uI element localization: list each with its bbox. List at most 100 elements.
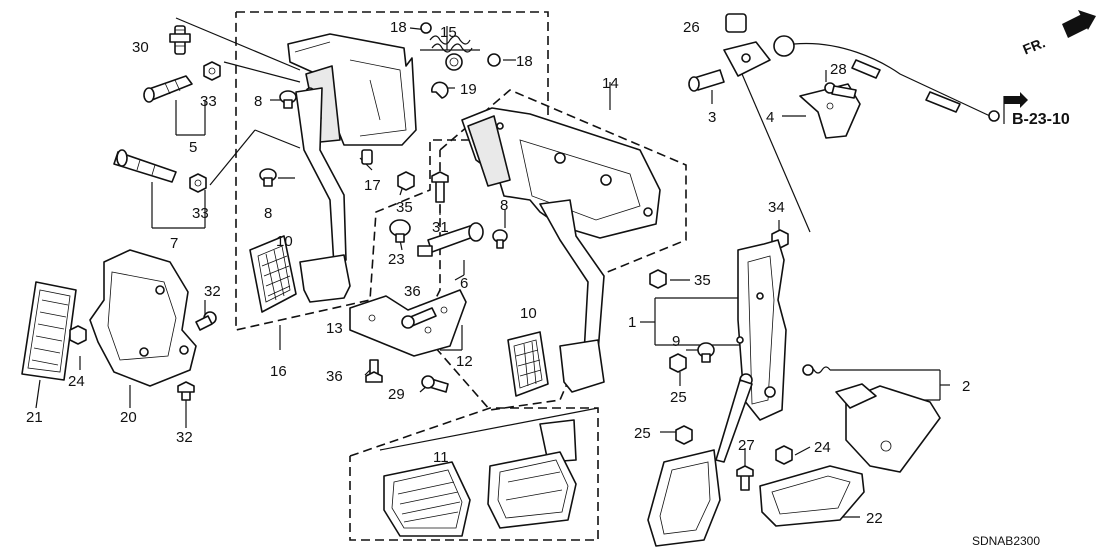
clip-19 xyxy=(431,81,449,99)
callout-9: 9 xyxy=(672,333,680,350)
callout-25: 25 xyxy=(634,425,651,442)
callout-17: 17 xyxy=(364,177,381,194)
nut-33-lower xyxy=(189,173,207,193)
switch-7 xyxy=(113,149,177,183)
bolt-32-upper xyxy=(195,311,217,331)
callout-4: 4 xyxy=(766,109,774,126)
brake-pedal-arm-center xyxy=(539,199,605,393)
pad-10-left xyxy=(249,235,297,313)
nut-25-upper xyxy=(669,353,687,373)
callout-1: 1 xyxy=(628,314,636,331)
callout-labels: 30 33 5 33 7 8 8 10 16 18 15 18 19 17 35… xyxy=(26,19,970,527)
callout-22: 22 xyxy=(866,510,883,527)
callout-35: 35 xyxy=(694,272,711,289)
callout-28: 28 xyxy=(830,61,847,78)
nut-33-upper xyxy=(203,61,221,81)
reference-label: B-23-10 xyxy=(1012,111,1070,128)
callout-2: 2 xyxy=(962,378,970,395)
module-22 xyxy=(759,465,865,527)
callout-6: 6 xyxy=(460,275,468,292)
pad-11-accel xyxy=(487,419,577,529)
callout-18: 18 xyxy=(390,19,407,36)
front-direction-marker: FR. xyxy=(1020,10,1096,58)
callout-8: 8 xyxy=(254,93,262,110)
callout-33: 33 xyxy=(192,205,209,222)
callout-24: 24 xyxy=(68,373,85,390)
callout-25: 25 xyxy=(670,389,687,406)
reference-marker: B-23-10 xyxy=(1003,92,1070,128)
callout-30: 30 xyxy=(132,39,149,56)
nut-24-right xyxy=(775,445,793,465)
callout-16: 16 xyxy=(270,363,287,380)
callout-10: 10 xyxy=(520,305,537,322)
callout-20: 20 xyxy=(120,409,137,426)
callout-27: 27 xyxy=(738,437,755,454)
nut-35-center xyxy=(397,171,415,191)
callout-26: 26 xyxy=(683,19,700,36)
bolt-30 xyxy=(169,25,191,55)
pedal-bracket-14 xyxy=(461,107,661,239)
callout-36: 36 xyxy=(404,283,421,300)
callout-5: 5 xyxy=(189,139,197,156)
accel-arm xyxy=(647,379,753,547)
bolt-36-lower xyxy=(365,359,383,383)
callout-18: 18 xyxy=(516,53,533,70)
bolt-28 xyxy=(824,82,857,99)
callout-32: 32 xyxy=(176,429,193,446)
callout-36: 36 xyxy=(326,368,343,385)
group-outline-11 xyxy=(349,407,599,541)
callout-10: 10 xyxy=(276,233,293,250)
bracket-20 xyxy=(89,249,197,387)
callout-19: 19 xyxy=(460,81,477,98)
clip-9 xyxy=(697,342,715,363)
callout-35: 35 xyxy=(396,199,413,216)
bolt-3 xyxy=(688,69,725,92)
spring-15 xyxy=(429,35,473,71)
pin-17 xyxy=(361,149,373,165)
callout-12: 12 xyxy=(456,353,473,370)
callout-15: 15 xyxy=(440,24,457,41)
callout-14: 14 xyxy=(602,75,619,92)
callout-13: 13 xyxy=(326,320,343,337)
callout-8: 8 xyxy=(500,197,508,214)
clip-8-upper xyxy=(279,90,297,109)
nut-25-lower xyxy=(675,425,693,445)
pad-11-brake xyxy=(383,461,471,537)
callout-24: 24 xyxy=(814,439,831,456)
nut-35-right xyxy=(649,269,667,289)
callout-3: 3 xyxy=(708,109,716,126)
bolt-32-lower xyxy=(177,381,195,401)
switch-6 xyxy=(417,222,484,257)
callout-34: 34 xyxy=(768,199,785,216)
callout-29: 29 xyxy=(388,386,405,403)
clip-23 xyxy=(389,219,411,243)
clip-8-center xyxy=(492,229,508,249)
front-label: FR. xyxy=(1020,34,1047,57)
callout-8: 8 xyxy=(264,205,272,222)
accel-pad-21 xyxy=(21,281,77,381)
diagram-code: SDNAB2300 xyxy=(972,534,1040,548)
callout-32: 32 xyxy=(204,283,221,300)
callout-31: 31 xyxy=(432,219,449,236)
switch-5 xyxy=(143,75,193,103)
pad-10-center xyxy=(507,331,549,397)
callout-7: 7 xyxy=(170,235,178,252)
bolt-36-upper xyxy=(401,307,437,329)
bolt-27 xyxy=(736,465,754,491)
accel-pedal-1 xyxy=(736,239,787,421)
callout-21: 21 xyxy=(26,409,43,426)
bolt-29 xyxy=(421,375,449,393)
bracket-4 xyxy=(799,83,861,139)
nut-24-left xyxy=(69,325,87,345)
callout-33: 33 xyxy=(200,93,217,110)
callout-11: 11 xyxy=(433,449,449,466)
cable-assembly xyxy=(723,35,1000,122)
clip-26 xyxy=(725,13,747,33)
spring-2-stud xyxy=(802,364,831,376)
clip-18-left xyxy=(420,22,432,34)
clip-8-mid xyxy=(259,168,277,187)
bolt-31 xyxy=(431,171,449,203)
clip-18-right xyxy=(487,53,501,67)
sensor-2 xyxy=(835,383,941,473)
